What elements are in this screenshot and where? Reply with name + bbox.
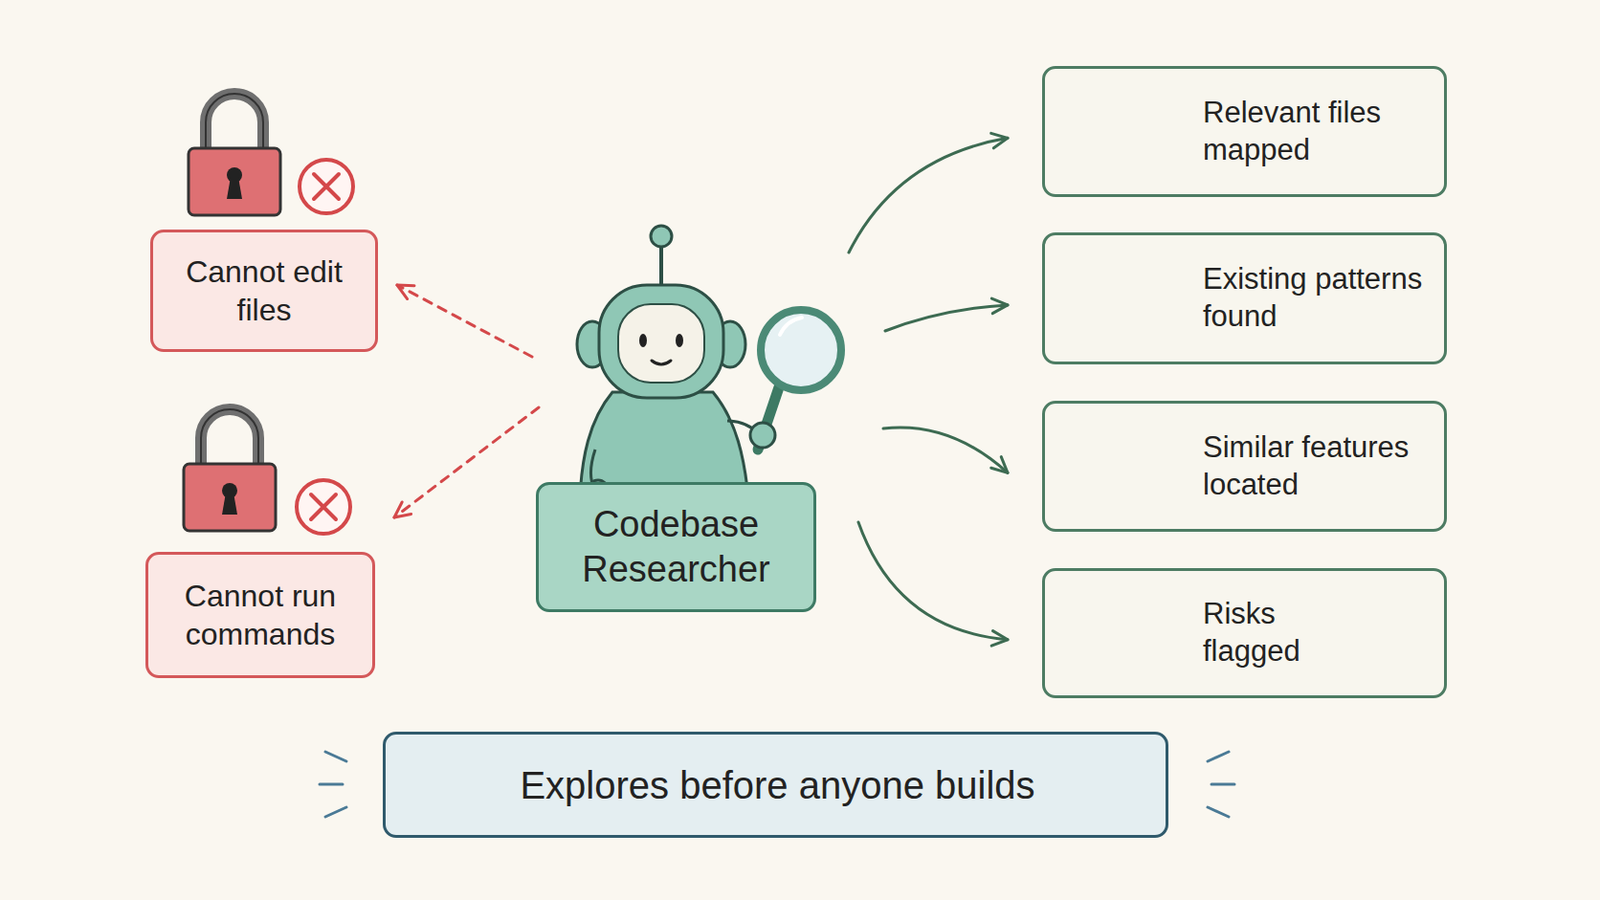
arrow-head [991,457,1008,474]
output-box: Relevant files mapped [1042,66,1447,198]
cross-icon [296,480,351,534]
arrow-head [394,502,412,518]
node-text: Codebase Researcher [552,502,801,594]
constraint-box: Cannot run commands [145,552,376,679]
arrow-head [397,285,415,300]
agent-label-box: Codebase Researcher [535,482,817,613]
output-box: Existing patterns found [1042,232,1447,365]
dashed-arrow [394,407,539,518]
curved-arrow [858,522,1008,641]
robot-figure [577,225,842,500]
output-box: Risks flagged [1042,568,1447,699]
dashed-arrow [397,285,533,357]
node-text: Cannot edit files [164,252,364,330]
summary-banner: Explores before anyone builds [382,732,1169,839]
node-text: Similar features located [1202,429,1433,505]
node-text: Existing patterns found [1202,261,1433,336]
node-text: Relevant files mapped [1202,94,1433,170]
lock-icon [188,93,281,216]
arrow-head [991,298,1008,314]
curved-arrow [885,305,1008,332]
node-text: Cannot run commands [159,577,361,654]
arrow-head [991,133,1008,148]
curved-arrow [848,137,1008,253]
lock-icon [183,409,276,532]
node-text: Risks flagged [1202,596,1328,671]
output-box: Similar features located [1042,400,1447,533]
arrow-head [991,631,1008,647]
curved-arrow [883,427,1008,473]
constraint-box: Cannot edit files [150,229,378,353]
cross-icon [299,159,354,214]
node-text: Explores before anyone builds [519,761,1035,810]
